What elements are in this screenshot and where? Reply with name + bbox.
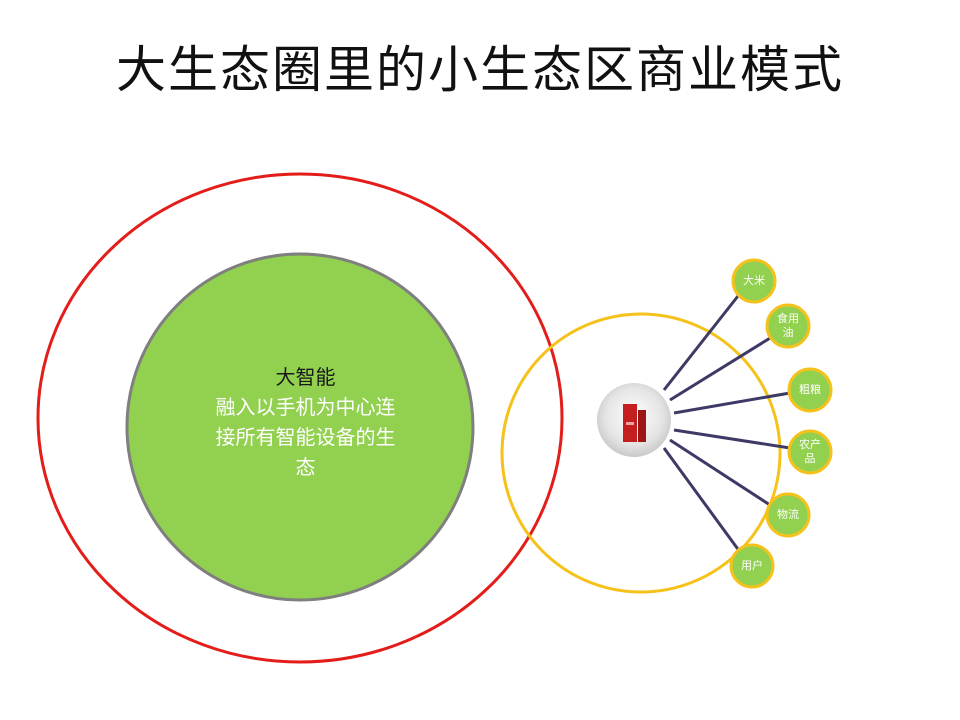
spoke-oil <box>669 333 776 402</box>
node-label-logistics: 物流 <box>777 508 799 521</box>
big-circle-heading: 大智能 <box>275 365 336 389</box>
spoke-grain <box>673 391 791 415</box>
node-label-oil-text: 食用油 <box>777 312 799 339</box>
small-circle-text: 以电饭煲为中心 连接用户与农民及 供应链 <box>573 516 723 570</box>
spoke-farm-products <box>673 428 791 450</box>
node-farm-products <box>787 429 833 475</box>
big-circle-line-1: 融入以手机为中心连 <box>215 395 396 419</box>
small-circle-line-3: 供应链 <box>573 553 613 568</box>
node-label-rice: 大米 <box>743 274 765 287</box>
node-grain <box>787 367 833 413</box>
big-circle-line-2: 接所有智能设备的生 <box>215 425 396 449</box>
small-circle-line-2: 连接用户与农民及 <box>573 535 678 550</box>
smart-ecosystem-circle <box>125 252 475 602</box>
spoke-logistics <box>669 438 771 507</box>
node-users <box>729 543 775 589</box>
rice-cooker-ecosystem-ring <box>500 312 782 594</box>
node-logistics <box>765 492 811 538</box>
node-label-farm-products: 农产品 <box>790 438 830 466</box>
big-circle-line-3: 态 <box>295 455 316 479</box>
small-circle-line-1: 以电饭煲为中心 <box>573 517 665 532</box>
node-rice <box>731 258 777 304</box>
spokes <box>662 295 791 553</box>
product-nodes <box>729 258 833 589</box>
page-title: 大生态圈里的小生态区商业模式 <box>116 41 844 99</box>
spoke-rice <box>662 295 740 391</box>
node-label-farm-products-text: 农产品 <box>799 438 821 465</box>
rice-cooker-image <box>597 383 671 457</box>
node-label-oil: 食用油 <box>768 312 808 340</box>
node-label-grain: 粗粮 <box>799 383 821 396</box>
node-label-users: 用户 <box>741 559 763 572</box>
outer-ecosystem-ring <box>36 172 564 664</box>
spoke-users <box>662 447 742 553</box>
big-circle-text: 大智能 融入以手机为中心连 接所有智能设备的生 态 <box>178 362 433 482</box>
node-oil <box>765 303 811 349</box>
